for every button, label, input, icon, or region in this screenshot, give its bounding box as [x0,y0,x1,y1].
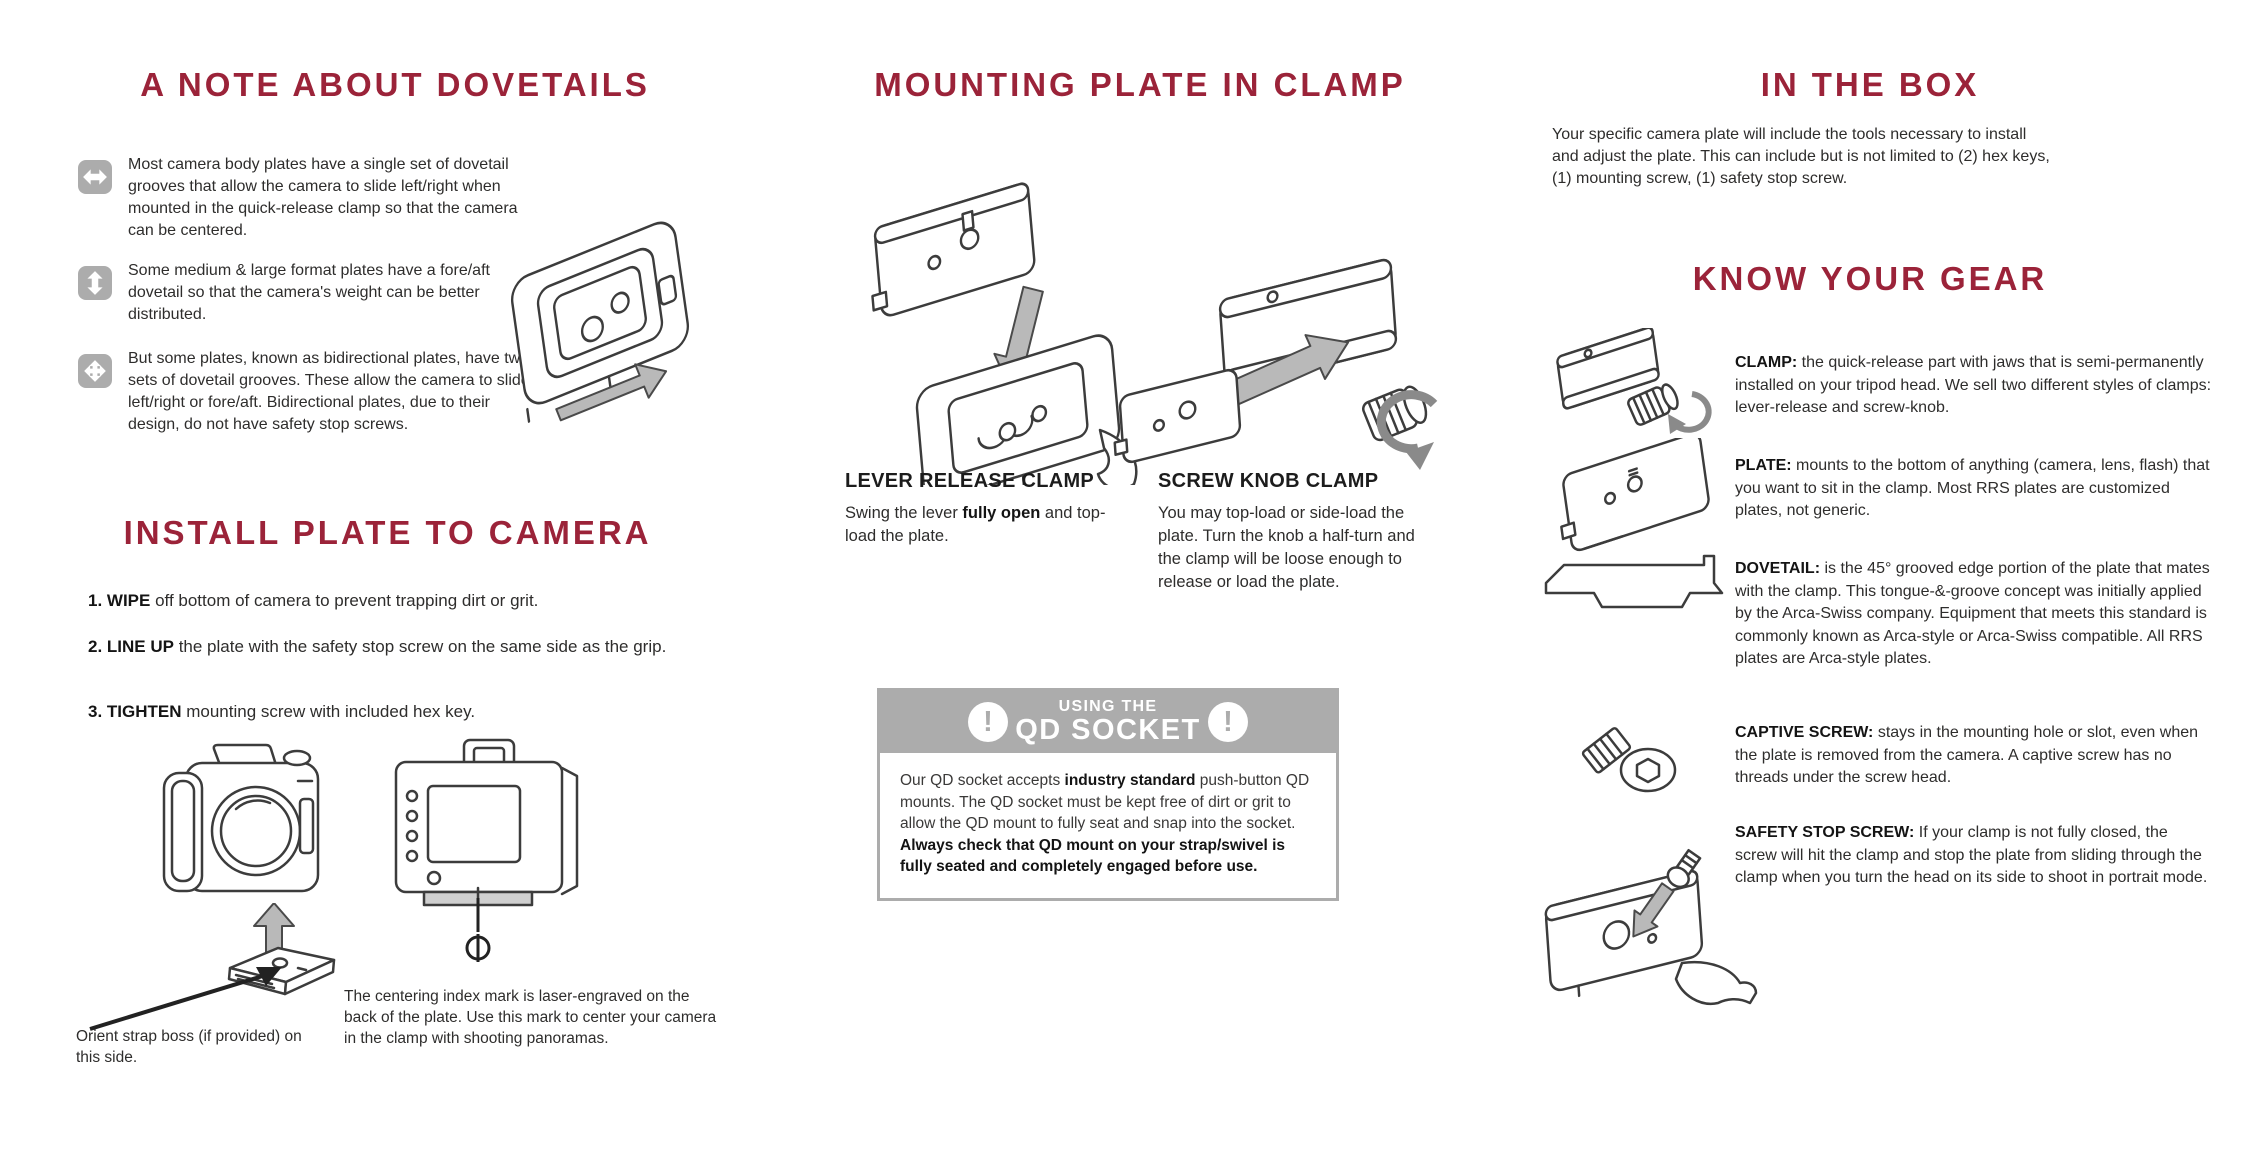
gear-term-plate: PLATE: mounts to the bottom of anything … [1735,455,2213,523]
alert-icon: ! [968,702,1008,742]
qd-body-bold-1: industry standard [1064,772,1196,789]
in-the-box-title: IN THE BOX [1760,66,1980,103]
lever-text-pre: Swing the lever [845,504,963,522]
install-step-2: 2. LINE UP the plate with the safety sto… [88,635,688,658]
gear-term-dovetail-desc: is the 45° grooved edge portion of the p… [1735,560,2210,667]
qd-body-bold-2: Always check that QD mount on your strap… [900,836,1286,876]
alert-glyph: ! [983,705,993,738]
step-3-keyword: 3. TIGHTEN [88,702,182,721]
install-step-1: 1. WIPE off bottom of camera to prevent … [88,589,688,612]
qd-socket-callout: ! USING THE QD SOCKET ! Our QD socket ac… [877,688,1339,901]
gear-term-dovetail-label: DOVETAIL: [1735,560,1821,577]
gear-term-safety-stop-screw-desc: If your clamp is not fully closed, the s… [1735,824,2208,886]
gear-term-plate-label: PLATE: [1735,457,1792,474]
lever-release-clamp-heading: LEVER RELEASE CLAMP [845,470,1095,492]
know-your-gear-title: KNOW YOUR GEAR [1692,260,2048,297]
install-step-3: 3. TIGHTEN mounting screw with included … [88,700,688,723]
dovetails-bullet-2: Some medium & large format plates have a… [128,262,490,323]
qd-socket-header: ! USING THE QD SOCKET ! [880,691,1336,753]
qd-body-pre: Our QD socket accepts [900,772,1065,789]
mounting-section-title: MOUNTING PLATE IN CLAMP [874,66,1406,103]
gear-term-clamp-label: CLAMP: [1735,354,1798,371]
step-1-keyword: 1. WIPE [88,591,151,610]
plate-icon [1560,438,1710,552]
dovetails-section-title: A NOTE ABOUT DOVETAILS [140,66,650,103]
gear-term-captive-screw-desc: stays in the mounting hole or slot, even… [1735,724,2199,786]
arrow-up-down-icon [78,266,112,300]
lever-text-bold: fully open [962,504,1041,522]
screw-knob-clamp-illustration [1113,258,1438,470]
step-2-keyword: 2. LINE UP [88,637,174,656]
qd-body-mid: push-button QD mounts. The QD socket mus… [900,772,1310,832]
lever-clamp-exploded-illustration [871,182,1138,485]
dovetails-bullet-3: But some plates, known as bidirectional … [128,350,530,433]
bidirectional-plate-illustration [510,221,690,423]
safety-stop-screw-icon [1544,848,1758,1006]
in-the-box-text: Your specific camera plate will include … [1552,126,2050,187]
camera-front-illustration [162,743,320,893]
pointer-arrow-icon [89,967,282,1031]
dovetail-profile-icon [1544,554,1724,609]
arrow-left-right-icon [78,160,112,194]
install-section-title: INSTALL PLATE TO CAMERA [123,514,652,551]
qd-kicker: USING THE [1058,698,1158,715]
arrow-four-way-icon [78,354,112,388]
step-3-text: mounting screw with included hex key. [181,702,476,721]
lever-text-post: and top-load the plate. [845,504,1106,545]
gear-term-captive-screw: CAPTIVE SCREW: stays in the mounting hol… [1735,722,2213,790]
arrow-up-icon [253,903,295,953]
gear-term-captive-screw-label: CAPTIVE SCREW: [1735,724,1874,741]
gear-term-plate-desc: mounts to the bottom of anything (camera… [1735,457,2210,519]
camera-rear-illustration [394,738,579,907]
gear-term-safety-stop-screw-label: SAFETY STOP SCREW: [1735,824,1915,841]
qd-body-text: Our QD socket accepts industry standard … [880,753,1336,878]
gear-term-clamp-desc: the quick-release part with jaws that is… [1735,354,2212,416]
gear-term-safety-stop-screw: SAFETY STOP SCREW: If your clamp is not … [1735,822,2213,890]
screw-knob-clamp-heading: SCREW KNOB CLAMP [1158,470,1379,492]
alert-glyph: ! [1223,705,1233,738]
strap-boss-caption: Orient strap boss (if provided) on this … [76,1028,302,1066]
dovetails-bullet-1: Most camera body plates have a single se… [128,156,518,239]
gear-term-clamp: CLAMP: the quick-release part with jaws … [1735,352,2213,420]
screw-knob-clamp-text: You may top-load or side-load the plate.… [1158,504,1415,591]
centering-index-mark-icon [465,898,491,962]
centering-mark-caption: The centering index mark is laser-engrav… [344,988,717,1047]
qd-title: QD SOCKET [1015,714,1201,746]
screw-knob-clamp-icon [1556,328,1712,434]
step-1-text: off bottom of camera to prevent trapping… [150,591,539,610]
alert-icon: ! [1208,702,1248,742]
captive-screw-icon [1581,727,1677,793]
lever-release-clamp-text: Swing the lever fully open and top-load … [845,502,1117,548]
step-2-text: the plate with the safety stop screw on … [173,637,667,656]
gear-term-dovetail: DOVETAIL: is the 45° grooved edge portio… [1735,558,2213,671]
